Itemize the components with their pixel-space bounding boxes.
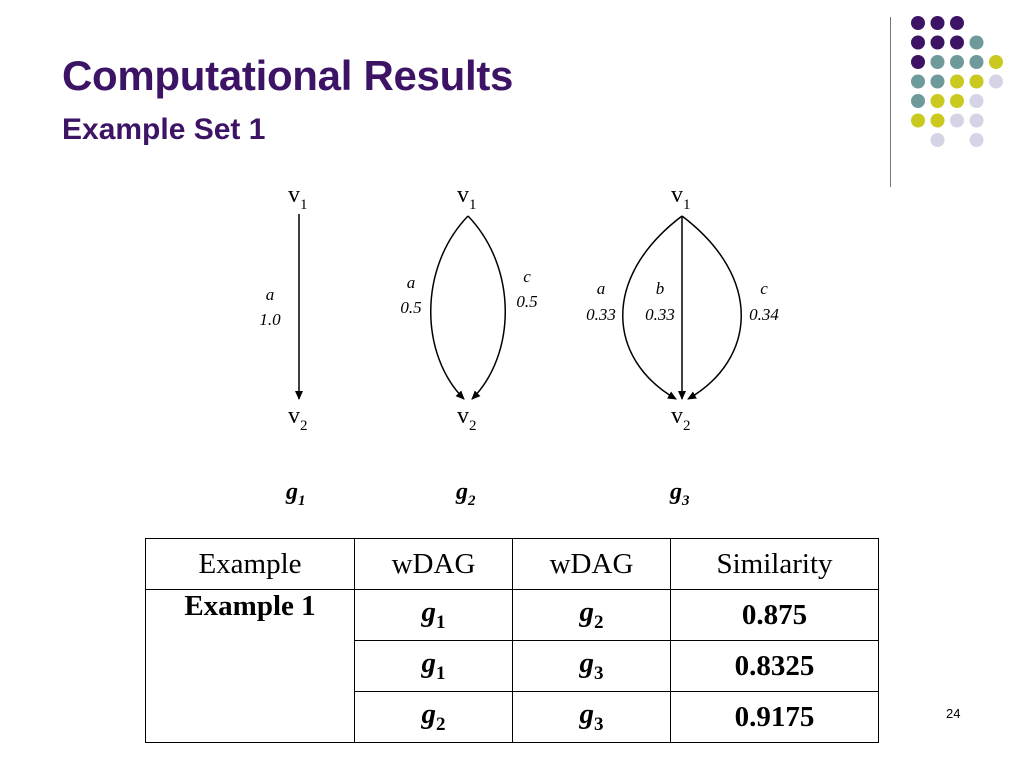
table-row: Example 1 g1 g2 0.875 (145, 589, 879, 743)
g1-graph-label: g1 (285, 479, 306, 509)
wdag-b-cell: g2 (512, 589, 671, 641)
decorative-dot-grid (911, 16, 1003, 147)
decorative-dot (930, 35, 945, 50)
decorative-dot (969, 35, 984, 50)
g1-node-v2: v2 (288, 403, 308, 434)
g3-node-v2: v2 (671, 403, 691, 434)
g3-edge-a (622, 215, 683, 400)
decorative-dot (911, 74, 925, 89)
decorative-dot (969, 55, 984, 69)
g2-edge-c-weight: 0.5 (516, 292, 537, 311)
g2-graph-label: g2 (455, 479, 476, 509)
decorative-dot (969, 74, 984, 89)
g3-edge-c-label: c (760, 279, 768, 298)
decorative-dot (969, 113, 984, 128)
decorative-dot (911, 113, 925, 128)
similarity-table: Example wDAG wDAG Similarity Example 1 g… (145, 538, 879, 743)
decorative-dot (969, 94, 984, 108)
g2-edge-a-label: a (407, 273, 416, 292)
decorative-divider (890, 17, 891, 187)
table-header-row: Example wDAG wDAG Similarity (145, 538, 879, 590)
g3-edge-b-weight: 0.33 (645, 305, 675, 324)
g1-node-v1: v1 (288, 182, 308, 213)
decorative-dot (911, 35, 925, 50)
decorative-dot (989, 55, 1003, 69)
similarity-cell: 0.9175 (670, 691, 879, 743)
decorative-dot (930, 113, 945, 128)
header-example: Example (145, 538, 355, 590)
decorative-dot (911, 94, 925, 108)
g3-edge-c (681, 215, 742, 400)
graph-g1: v1 a 1.0 v2 g1 (259, 182, 307, 509)
decorative-dot (950, 55, 964, 69)
example-label-cell: Example 1 (145, 589, 355, 743)
g2-edge-a (430, 215, 469, 400)
decorative-dot (950, 94, 964, 108)
header-wdag-1: wDAG (354, 538, 513, 590)
graph-g2: v1 a 0.5 c 0.5 v2 g2 (400, 182, 537, 509)
graph-g3: v1 a 0.33 b 0.33 c 0.34 v2 g3 (586, 182, 779, 509)
g1-edge-a-label: a (266, 285, 275, 304)
g2-edge-a-weight: 0.5 (400, 298, 421, 317)
wdag-a-cell: g1 (354, 640, 513, 692)
g3-edge-b-label: b (656, 279, 665, 298)
decorative-dot (950, 35, 964, 50)
page-number: 24 (946, 706, 961, 721)
similarity-cell: 0.8325 (670, 640, 879, 692)
g2-node-v2: v2 (457, 403, 477, 434)
decorative-dot (930, 94, 945, 108)
slide-subtitle: Example Set 1 (62, 113, 266, 146)
g2-edge-c (467, 215, 506, 400)
g2-edge-c-label: c (523, 267, 531, 286)
decorative-dot (950, 16, 964, 30)
wdag-a-cell: g2 (354, 691, 513, 743)
decorative-dot (930, 74, 945, 89)
decorative-dot (950, 74, 964, 89)
decorative-dot (950, 113, 964, 128)
g3-graph-label: g3 (669, 479, 690, 509)
decorative-dot (930, 133, 945, 147)
table-row: g2 g3 0.9175 (146, 691, 879, 743)
g3-edge-c-weight: 0.34 (749, 305, 779, 324)
decorative-dot (930, 55, 945, 69)
decorative-dot (989, 74, 1003, 89)
header-similarity: Similarity (670, 538, 879, 590)
table-row: g1 g3 0.8325 (146, 640, 879, 692)
g3-node-v1: v1 (671, 182, 691, 213)
wdag-diagrams: v1 a 1.0 v2 g1 v1 a 0.5 c 0.5 v2 g2 v1 a… (259, 182, 779, 509)
g1-edge-a-weight: 1.0 (259, 310, 281, 329)
wdag-b-cell: g3 (512, 691, 671, 743)
decorative-dot (911, 55, 925, 69)
g3-edge-a-weight: 0.33 (586, 305, 616, 324)
similarity-cell: 0.875 (670, 589, 879, 641)
decorative-dot (930, 16, 945, 30)
slide-title: Computational Results (62, 52, 514, 99)
g2-node-v1: v1 (457, 182, 477, 213)
wdag-a-cell: g1 (354, 589, 513, 641)
wdag-b-cell: g3 (512, 640, 671, 692)
header-wdag-2: wDAG (512, 538, 671, 590)
decorative-dot (911, 16, 925, 30)
g3-edge-a-label: a (597, 279, 606, 298)
decorative-dot (969, 133, 984, 147)
